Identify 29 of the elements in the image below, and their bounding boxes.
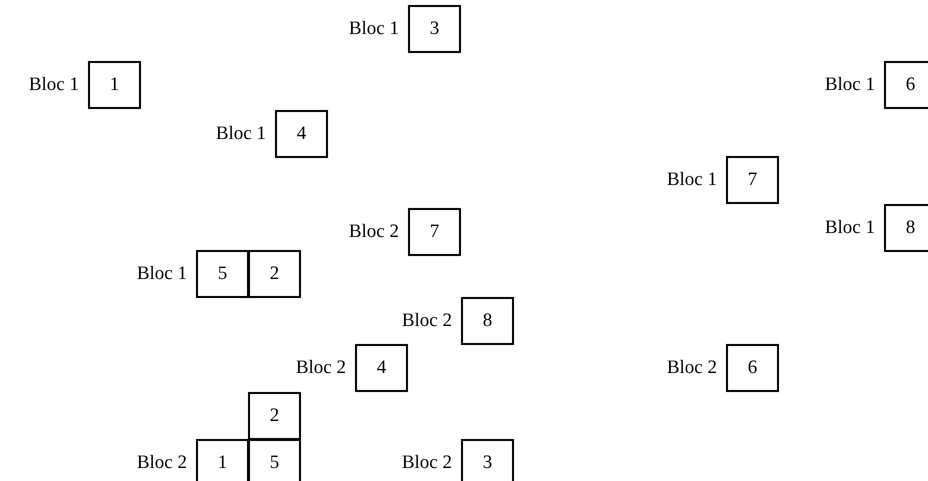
block-label: Bloc 1 xyxy=(348,17,399,41)
number-box: 7 xyxy=(408,208,461,256)
number-box: 8 xyxy=(461,297,514,345)
block-label: Bloc 2 xyxy=(136,451,187,475)
block-label: Bloc 1 xyxy=(824,73,875,97)
block-label: Bloc 2 xyxy=(666,356,717,380)
number-box: 8 xyxy=(884,204,928,252)
number-box: 2 xyxy=(248,392,301,440)
number-box: 5 xyxy=(196,250,249,298)
number-box: 1 xyxy=(196,439,249,481)
block-label: Bloc 2 xyxy=(400,451,452,475)
number-box: 6 xyxy=(726,344,779,392)
number-box: 5 xyxy=(248,439,301,481)
block-label: Bloc 1 xyxy=(666,168,717,192)
block-label: Bloc 2 xyxy=(400,309,452,333)
number-box: 7 xyxy=(726,156,779,204)
number-box: 1 xyxy=(88,61,141,109)
block-label: Bloc 1 xyxy=(214,122,266,146)
block-label: Bloc 2 xyxy=(294,356,346,380)
block-label: Bloc 1 xyxy=(28,73,79,97)
block-label: Bloc 2 xyxy=(348,220,399,244)
number-box: 3 xyxy=(408,5,461,53)
number-box: 3 xyxy=(461,439,514,481)
number-box: 4 xyxy=(275,110,328,158)
number-box: 6 xyxy=(884,61,928,109)
block-label: Bloc 1 xyxy=(824,216,875,240)
number-box: 2 xyxy=(248,250,301,298)
number-box: 4 xyxy=(355,344,408,392)
block-label: Bloc 1 xyxy=(136,262,187,286)
